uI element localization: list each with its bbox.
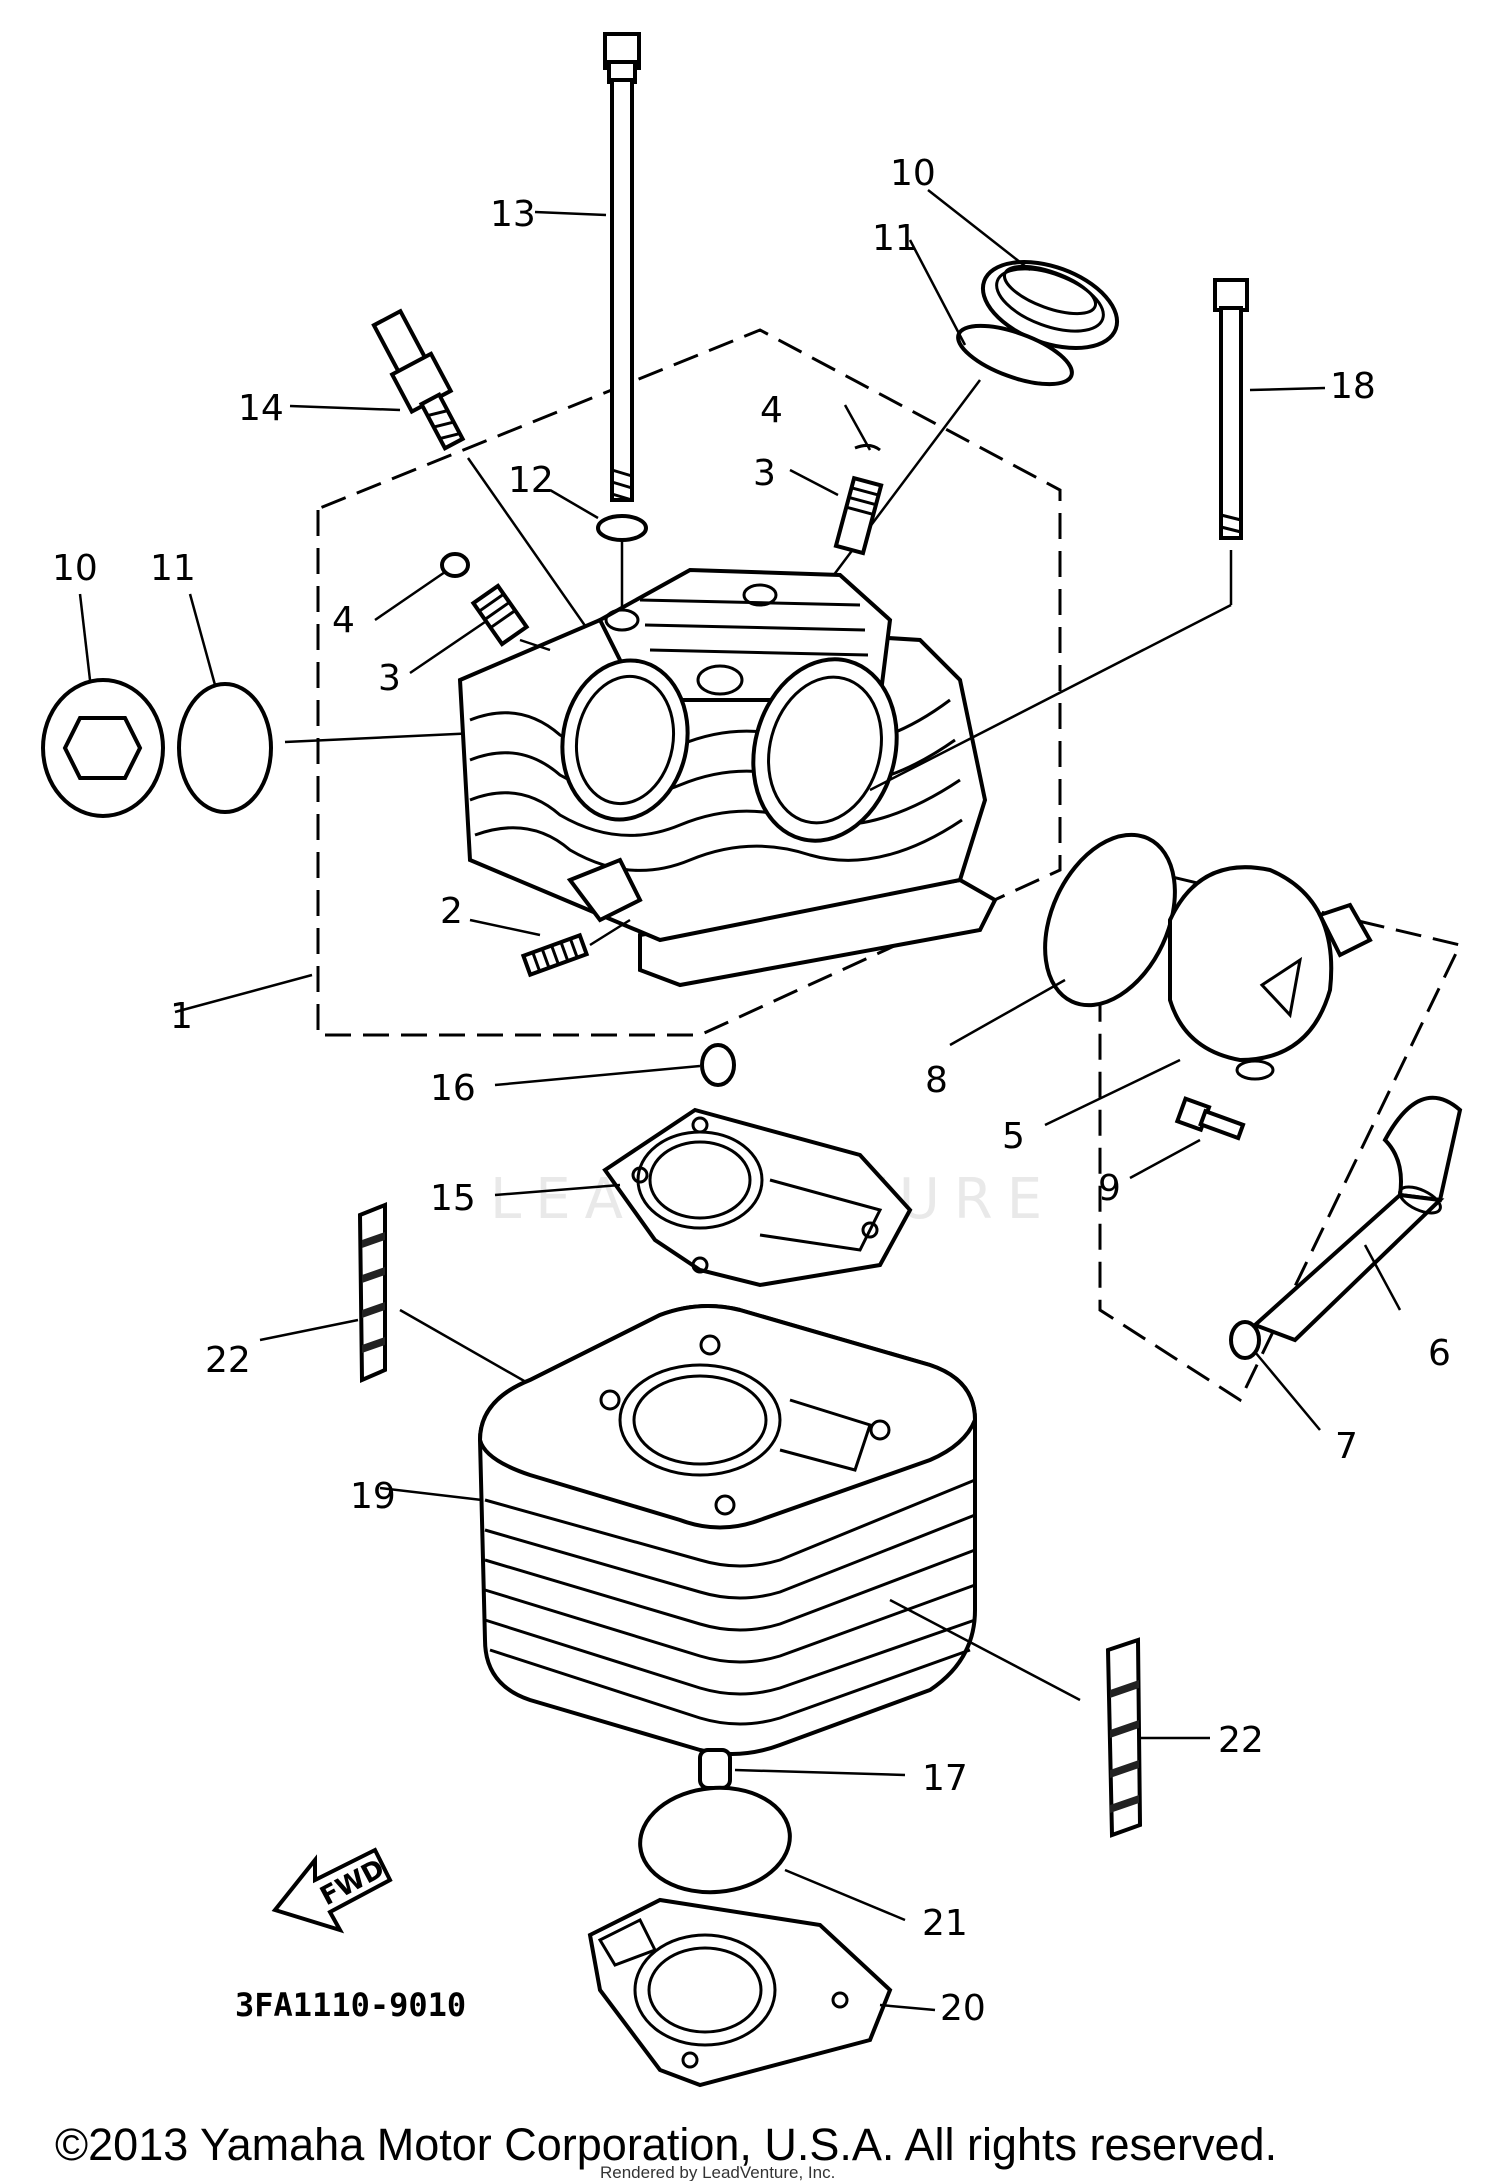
callout-7: 7 (1335, 1426, 1358, 1467)
hose-clamp (1229, 1320, 1261, 1360)
dowel-pin-top (700, 1043, 736, 1087)
tappet-cap-left (440, 552, 470, 578)
damper-right (1105, 1637, 1143, 1838)
spark-plug (371, 308, 466, 451)
leader-lines (78, 189, 1402, 2012)
callout-5: 5 (1002, 1116, 1025, 1157)
stud-bolt (520, 932, 590, 978)
valve-cover-left (41, 678, 165, 818)
callout-4-right: 4 (760, 390, 783, 431)
forward-arrow-icon: FWD (271, 1847, 393, 1934)
callout-4-left: 4 (332, 600, 355, 641)
callout-12: 12 (508, 460, 554, 501)
callout-labels: 13 14 12 4 3 4 3 10 11 18 10 11 1 2 8 5 … (52, 153, 1451, 2029)
callout-18: 18 (1330, 366, 1376, 407)
callout-19: 19 (350, 1476, 396, 1517)
callout-20: 20 (940, 1988, 986, 2029)
leader-plug (466, 457, 597, 641)
callout-11-left: 11 (150, 548, 196, 589)
callout-11-top: 11 (872, 218, 918, 259)
adjuster-left (470, 583, 530, 647)
copyright-notice: ©2013 Yamaha Motor Corporation, U.S.A. A… (55, 2119, 1277, 2170)
callout-22-right: 22 (1218, 1720, 1264, 1761)
leader-damper-right (889, 1598, 1081, 1702)
callout-9: 9 (1098, 1168, 1121, 1209)
washer (596, 514, 648, 542)
callout-22-left: 22 (205, 1340, 251, 1381)
callout-21: 21 (922, 1903, 968, 1944)
cylinder-head (457, 567, 998, 988)
adjuster-right (833, 475, 884, 556)
callout-3-right: 3 (753, 453, 776, 494)
callout-15: 15 (430, 1178, 476, 1219)
leader-stud (589, 918, 631, 947)
callout-10-left: 10 (52, 548, 98, 589)
callout-14: 14 (238, 388, 284, 429)
callout-17: 17 (922, 1758, 968, 1799)
cylinder-o-ring (638, 1785, 792, 1895)
cover-bolt (1174, 1096, 1246, 1141)
callout-2: 2 (440, 891, 463, 932)
breather-o-ring (1043, 832, 1177, 1008)
cylinder-head-group-outline (314, 328, 1062, 1037)
leader-18-b (869, 603, 1232, 792)
breather-cover (1168, 865, 1373, 1081)
o-ring-left (177, 682, 273, 814)
callout-13: 13 (490, 194, 536, 235)
callout-10-top: 10 (890, 153, 936, 194)
cylinder (477, 1304, 978, 1756)
valve-cover-top (980, 260, 1120, 350)
leader-adjuster-left (519, 638, 551, 652)
head-gasket (602, 1107, 913, 1288)
breather-hose (1251, 1095, 1463, 1343)
callout-8: 8 (925, 1060, 948, 1101)
callout-3-left: 3 (378, 658, 401, 699)
diagram-code: 3FA1110-9010 (235, 1986, 466, 2024)
damper-left (357, 1202, 387, 1384)
callout-1: 1 (170, 996, 193, 1037)
leader-damper-left (399, 1308, 541, 1392)
rendered-by-credit: Rendered by LeadVenture, Inc. (600, 2163, 835, 2181)
head-bolt-long (603, 32, 641, 502)
head-bolt-right (1213, 278, 1249, 540)
callout-6: 6 (1428, 1333, 1451, 1374)
base-gasket (587, 1897, 893, 2088)
callout-16: 16 (430, 1068, 476, 1109)
dowel-pin-bottom (698, 1748, 732, 1790)
